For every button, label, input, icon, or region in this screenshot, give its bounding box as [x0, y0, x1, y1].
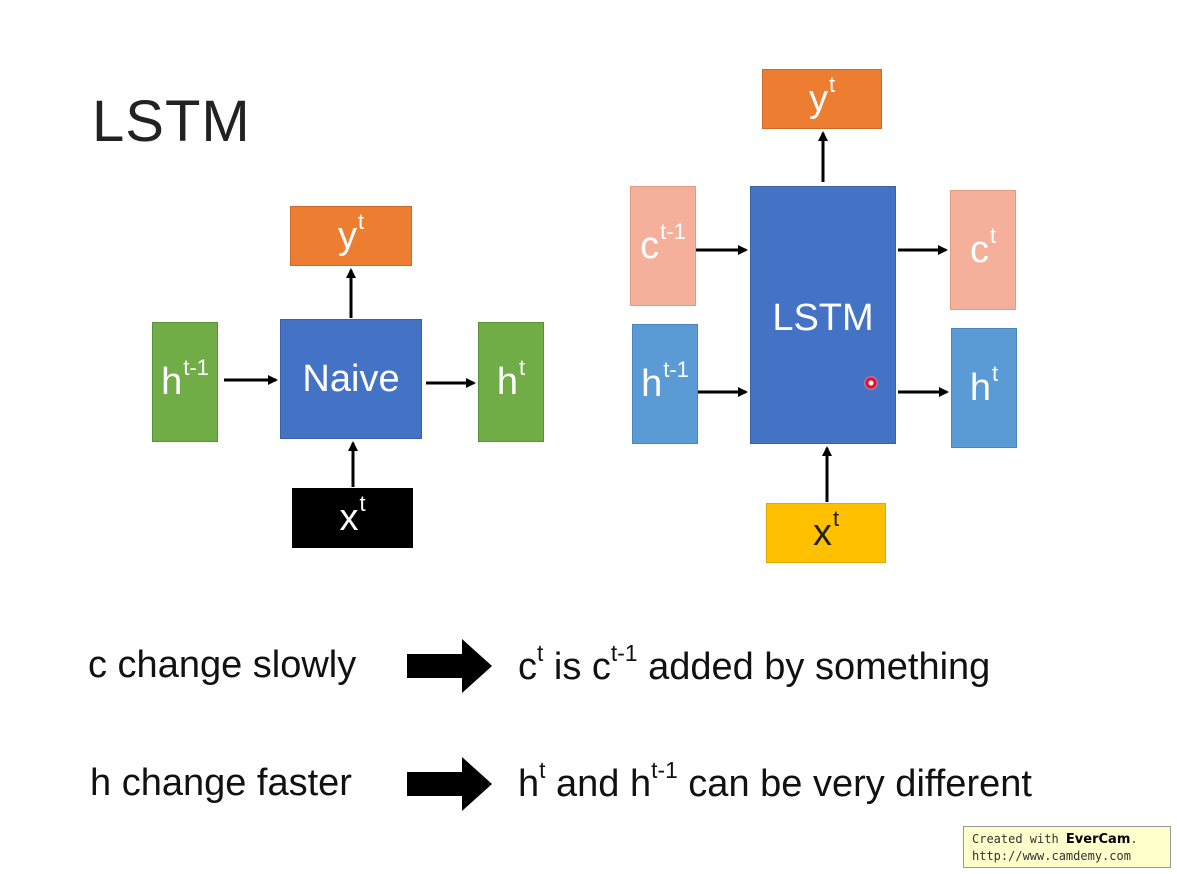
watermark-line-1: Created with EverCam. — [972, 831, 1162, 848]
s1-s1: t — [537, 639, 544, 666]
lstm-output-y: yt — [762, 69, 882, 129]
lstm-hidden-prev-sup: t-1 — [663, 357, 689, 383]
s1-p1: c — [518, 646, 537, 688]
lstm-output-y-base: y — [808, 78, 828, 120]
s2-p2: and h — [545, 763, 652, 805]
s2-s2: t-1 — [651, 756, 678, 783]
lstm-input-x: xt — [766, 503, 886, 563]
lstm-hidden-prev: ht-1 — [632, 324, 698, 444]
lstm-input-x-sup: t — [832, 506, 840, 532]
statement-1-left: c change slowly — [88, 644, 357, 686]
lstm-cell-state-next-sup: t — [989, 223, 997, 249]
lstm-cell-state-next-base: c — [969, 229, 989, 271]
lstm-cell-state-next: ct — [950, 190, 1016, 310]
s2-p1: h — [518, 763, 540, 805]
naive-cell: Naive — [280, 319, 422, 439]
watermark-suffix: . — [1130, 832, 1138, 846]
naive-input-x-sup: t — [359, 491, 366, 517]
lstm-cell-state-prev-sup: t-1 — [660, 219, 686, 245]
naive-input-x: xt — [292, 488, 413, 548]
naive-hidden-next: ht — [478, 322, 544, 442]
watermark-prefix: Created with — [972, 832, 1066, 846]
lstm-cell-state-prev: ct-1 — [630, 186, 696, 306]
naive-hidden-next-base: h — [496, 361, 518, 403]
s1-s2: t-1 — [610, 639, 638, 666]
s2-s1: t — [539, 756, 546, 783]
s1-p3: added by something — [637, 646, 991, 688]
lstm-input-x-base: x — [812, 512, 832, 554]
watermark-url[interactable]: http://www.camdemy.com — [972, 849, 1131, 863]
lstm-output-y-sup: t — [828, 72, 836, 98]
statement-2-left: h change faster — [90, 762, 352, 804]
lstm-hidden-next-base: h — [969, 367, 991, 409]
s2-p3: can be very different — [677, 763, 1032, 805]
block-arrow-1 — [407, 639, 492, 693]
statement-1-right: ct is ct-1 added by something — [518, 641, 991, 688]
lstm-cell-label: LSTM — [772, 297, 874, 339]
naive-hidden-prev-base: h — [161, 361, 183, 403]
naive-output-y-sup: t — [357, 209, 365, 235]
s1-p2: is c — [543, 646, 611, 688]
block-arrow-2 — [407, 757, 492, 811]
slide-title: LSTM — [92, 89, 251, 154]
naive-cell-label: Naive — [302, 358, 400, 400]
watermark-brand: EverCam — [1065, 832, 1131, 847]
naive-output-y: yt — [290, 206, 412, 266]
lstm-cell: LSTM — [750, 186, 896, 444]
laser-pointer-icon — [864, 376, 878, 390]
naive-hidden-prev: ht-1 — [152, 322, 218, 442]
evercam-watermark[interactable]: Created with EverCam. http://www.camdemy… — [963, 826, 1171, 868]
lstm-hidden-next: ht — [951, 328, 1017, 448]
naive-input-x-base: x — [339, 497, 359, 539]
statement-2-right: ht and ht-1 can be very different — [518, 758, 1032, 805]
naive-hidden-next-sup: t — [519, 355, 526, 381]
lstm-cell-state-prev-base: c — [640, 225, 660, 267]
lstm-hidden-prev-base: h — [641, 363, 663, 405]
naive-output-y-base: y — [337, 215, 357, 257]
naive-hidden-prev-sup: t-1 — [183, 355, 209, 381]
lstm-hidden-next-sup: t — [992, 361, 999, 387]
